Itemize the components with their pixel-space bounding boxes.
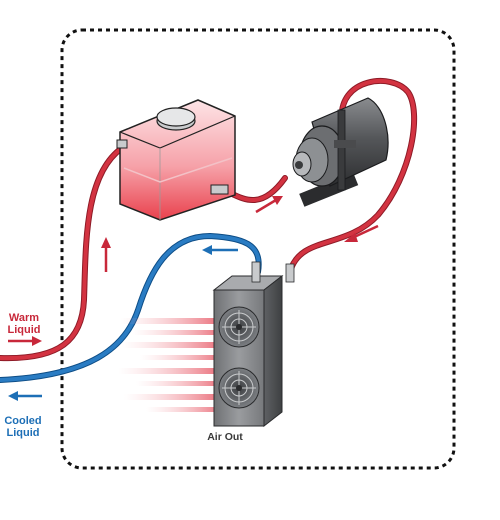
cool-flow-arrow <box>8 391 42 401</box>
air-out-streaks <box>118 318 230 412</box>
cool-flow-arrow <box>202 245 238 255</box>
cooled-label-line2: Liquid <box>6 427 40 439</box>
warm-flow-arrow <box>101 237 111 272</box>
cooled-label-line1: Cooled <box>4 415 42 427</box>
warm-label-line1: Warm <box>8 312 40 324</box>
reservoir-icon <box>116 99 236 221</box>
cooled-liquid-label: Cooled Liquid <box>0 415 46 439</box>
warm-flow-arrow <box>255 196 283 214</box>
radiator-icon <box>212 261 295 428</box>
warm-label-line2: Liquid <box>7 324 41 336</box>
air-out-label: Air Out <box>207 431 243 443</box>
fan-icon <box>218 367 260 409</box>
pump-icon <box>292 97 389 207</box>
warm-flow-arrow <box>8 336 42 346</box>
system-boundary <box>60 28 456 470</box>
warm-flow-arrow <box>344 224 379 242</box>
warm-liquid-label: Warm Liquid <box>2 312 46 336</box>
fan-icon <box>218 306 260 348</box>
